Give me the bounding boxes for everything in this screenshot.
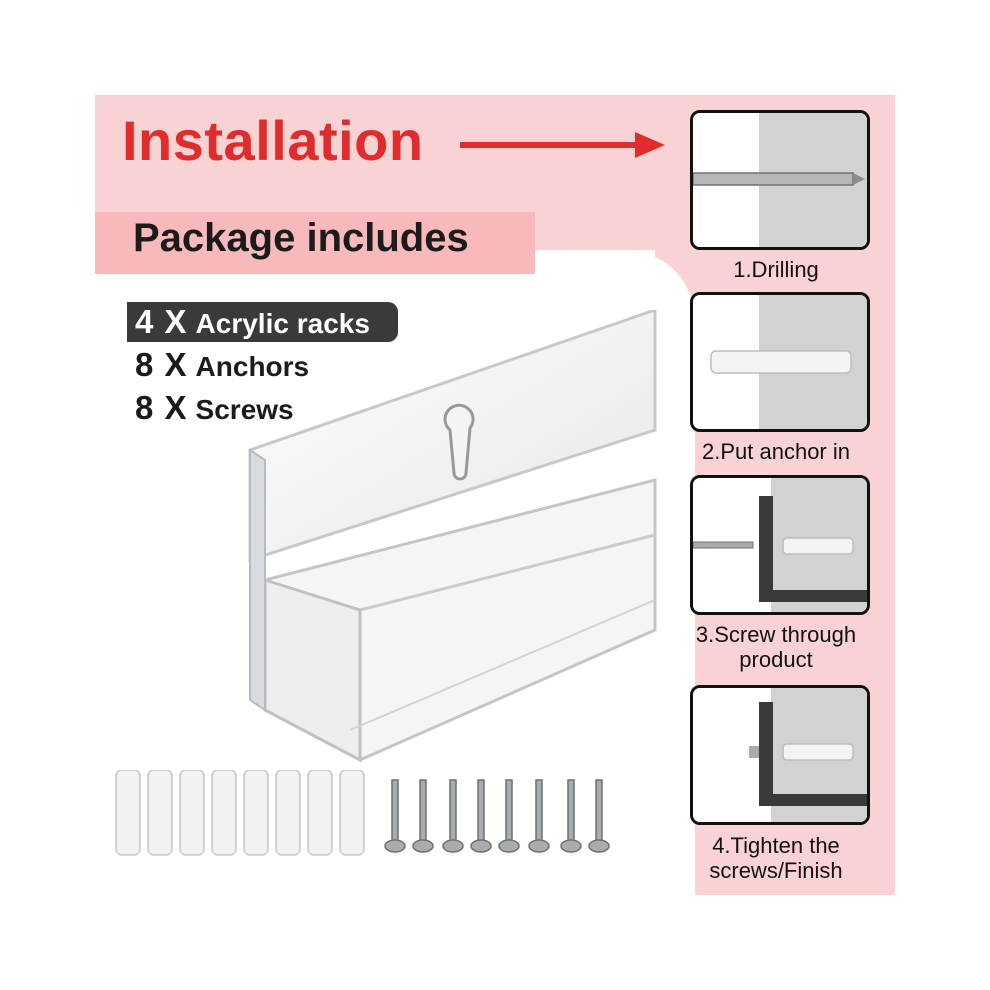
drill-bit-icon	[693, 113, 867, 247]
hardware-image	[115, 770, 610, 856]
package-title: Package includes	[133, 216, 469, 260]
step-2-image	[690, 292, 870, 432]
step-3-image	[690, 475, 870, 615]
step-4-image	[690, 685, 870, 825]
item-name: Acrylic racks	[195, 308, 370, 339]
step-4-label: 4.Tighten the screws/Finish	[660, 833, 892, 883]
step-3-label-line2: product	[739, 647, 813, 672]
step-3-label: 3.Screw through product	[660, 622, 892, 672]
page-title: Installation	[122, 109, 424, 172]
anchors-group	[115, 770, 365, 856]
item-qty: 4 X	[135, 303, 188, 340]
step-4-label-line1: 4.Tighten the	[712, 833, 840, 858]
wall-anchor-icon	[693, 295, 867, 429]
item-name: Anchors	[195, 351, 310, 382]
acrylic-rack-image	[248, 310, 657, 763]
item-qty: 8 X	[135, 346, 188, 383]
step-4-label-line2: screws/Finish	[709, 858, 843, 883]
screws-group	[384, 779, 610, 853]
step-2-label: 2.Put anchor in	[702, 439, 850, 464]
screw-icon	[693, 478, 867, 612]
package-title-bar	[95, 212, 535, 274]
item-qty: 8 X	[135, 389, 188, 426]
step-1-image	[690, 110, 870, 250]
arrow-right-icon	[460, 132, 665, 158]
step-3-label-line1: 3.Screw through	[695, 622, 857, 647]
item-name: Screws	[195, 394, 294, 425]
screw-icon	[693, 688, 867, 822]
step-1-label: 1.Drilling	[733, 257, 819, 282]
